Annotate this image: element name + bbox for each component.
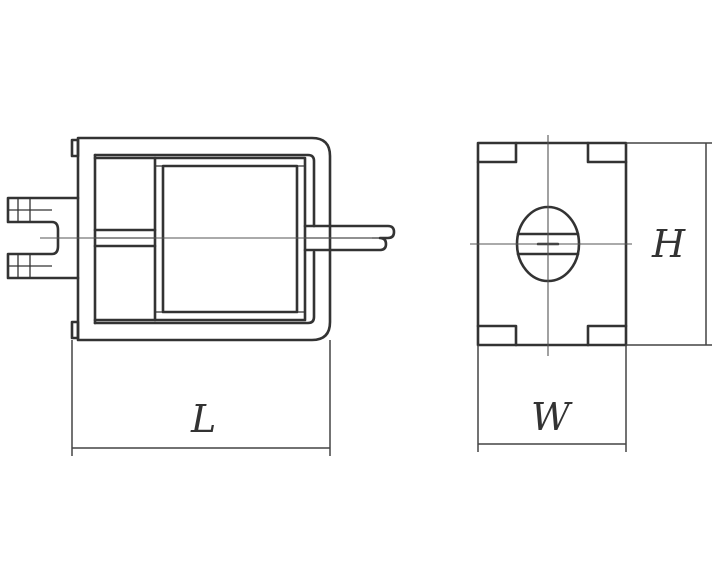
end-plate-ear-top xyxy=(70,138,80,158)
height-label: H xyxy=(651,222,686,266)
coil-winding xyxy=(161,164,299,314)
notch-bottom-left xyxy=(476,324,518,347)
frame-outer xyxy=(76,136,332,342)
end-plate-ear-bottom xyxy=(70,320,80,340)
notch-bottom-right xyxy=(586,324,628,347)
notch-top-left xyxy=(476,141,518,164)
side-view: L xyxy=(6,136,396,456)
length-label: L xyxy=(190,397,216,441)
clevis-slot-ticks xyxy=(8,209,52,267)
notch-top-right xyxy=(586,141,628,164)
core-gap xyxy=(93,228,157,248)
frame-inner xyxy=(93,153,316,325)
end-view: H W xyxy=(470,135,712,452)
core-block xyxy=(93,156,157,322)
width-label: W xyxy=(531,395,573,439)
push-rod xyxy=(303,224,396,252)
coil-bobbin xyxy=(153,156,307,322)
